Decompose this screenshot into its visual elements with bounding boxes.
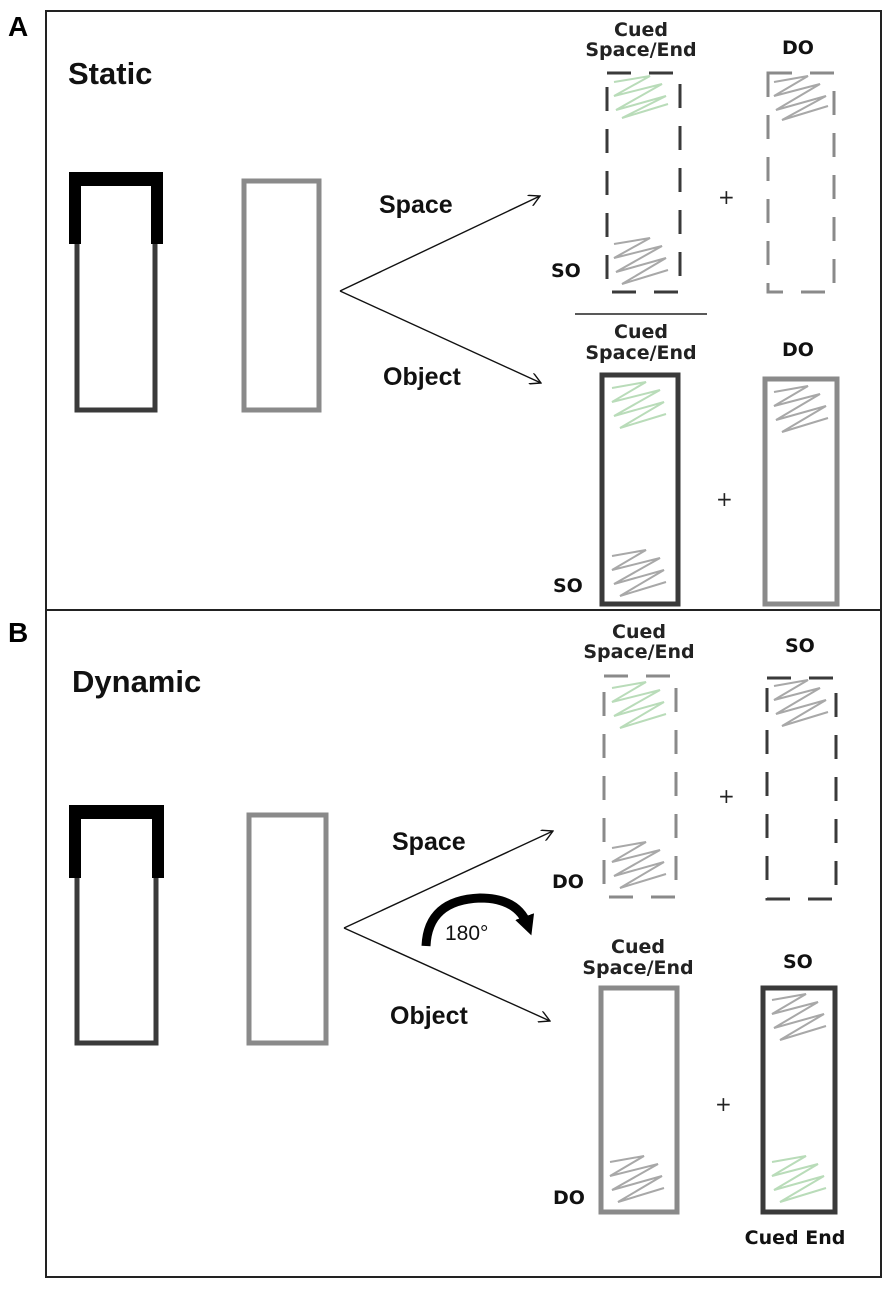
uncued-object-light: [241, 178, 322, 413]
rotation-arrow-icon: [421, 893, 535, 947]
cued-object-dark-b: [69, 805, 164, 1046]
cued-end-label: Cued End: [745, 1227, 846, 1249]
route-object-a: Object: [383, 363, 461, 391]
target-gray-b-space-other: [773, 679, 829, 727]
cued-label-a-space-1: Cued: [614, 19, 668, 41]
arrow-object-a: [339, 290, 541, 383]
solid-frame-a-object-other: [762, 376, 840, 607]
plus-b-object: +: [715, 1092, 732, 1116]
target-gray-a-space: [613, 237, 669, 285]
cued-label-b-object-1: Cued: [611, 936, 665, 958]
panel-a-title: Static: [68, 56, 152, 91]
solid-frame-b-object-cued: [598, 985, 680, 1215]
route-space-b: Space: [392, 828, 466, 856]
route-object-b: Object: [390, 1002, 468, 1030]
do-label-a-object: DO: [782, 339, 814, 361]
plus-a-object: +: [716, 487, 733, 511]
arrow-space-b: [343, 831, 553, 929]
dashed-frame-b-space-cued: [602, 674, 678, 899]
panel-letter-a: A: [8, 11, 28, 42]
target-gray-a-object-other: [773, 385, 829, 433]
figure-border: [45, 10, 882, 1278]
target-gray-a-object: [611, 549, 667, 597]
cued-label-a-object-2: Space/End: [585, 342, 696, 364]
panel-letter-b: B: [8, 617, 28, 648]
target-green-a-space: [613, 75, 669, 119]
target-gray-a-space-other: [773, 75, 829, 121]
do-label-b-space: DO: [552, 871, 584, 893]
plus-a-space: +: [718, 185, 735, 209]
target-green-a-object: [611, 381, 667, 429]
target-gray-b-object-other: [771, 993, 827, 1041]
dashed-frame-b-space-other: [765, 676, 838, 901]
target-green-b-object-other: [771, 1155, 827, 1203]
target-gray-b-object: [609, 1155, 665, 1203]
cued-label-b-object-2: Space/End: [582, 957, 693, 979]
cued-label-b-space-2: Space/End: [583, 641, 694, 663]
cued-label-a-object-1: Cued: [614, 321, 668, 343]
solid-frame-b-object-other: [760, 985, 838, 1215]
panel-b-title: Dynamic: [72, 664, 201, 699]
cued-label-b-space-1: Cued: [612, 621, 666, 643]
cued-object-dark: [69, 172, 163, 413]
arrow-space-a: [339, 196, 540, 292]
so-label-a-object: SO: [553, 575, 583, 597]
dashed-frame-a-space-other: [766, 71, 836, 294]
arrow-object-b: [343, 927, 550, 1021]
do-label-a-space: DO: [782, 37, 814, 59]
so-label-a-space: SO: [551, 260, 581, 282]
target-green-b-space: [611, 681, 667, 729]
plus-b-space: +: [718, 784, 735, 808]
route-space-a: Space: [379, 191, 453, 219]
solid-frame-a-object-cued: [599, 372, 681, 607]
so-label-b-space: SO: [785, 635, 815, 657]
cued-label-a-space-2: Space/End: [585, 39, 696, 61]
target-gray-b-space: [611, 841, 667, 889]
uncued-object-light-b: [246, 812, 329, 1046]
rotation-label: 180°: [445, 922, 488, 945]
do-label-b-object: DO: [553, 1187, 585, 1209]
dashed-frame-a-space-cued: [605, 71, 682, 294]
so-label-b-object: SO: [783, 951, 813, 973]
